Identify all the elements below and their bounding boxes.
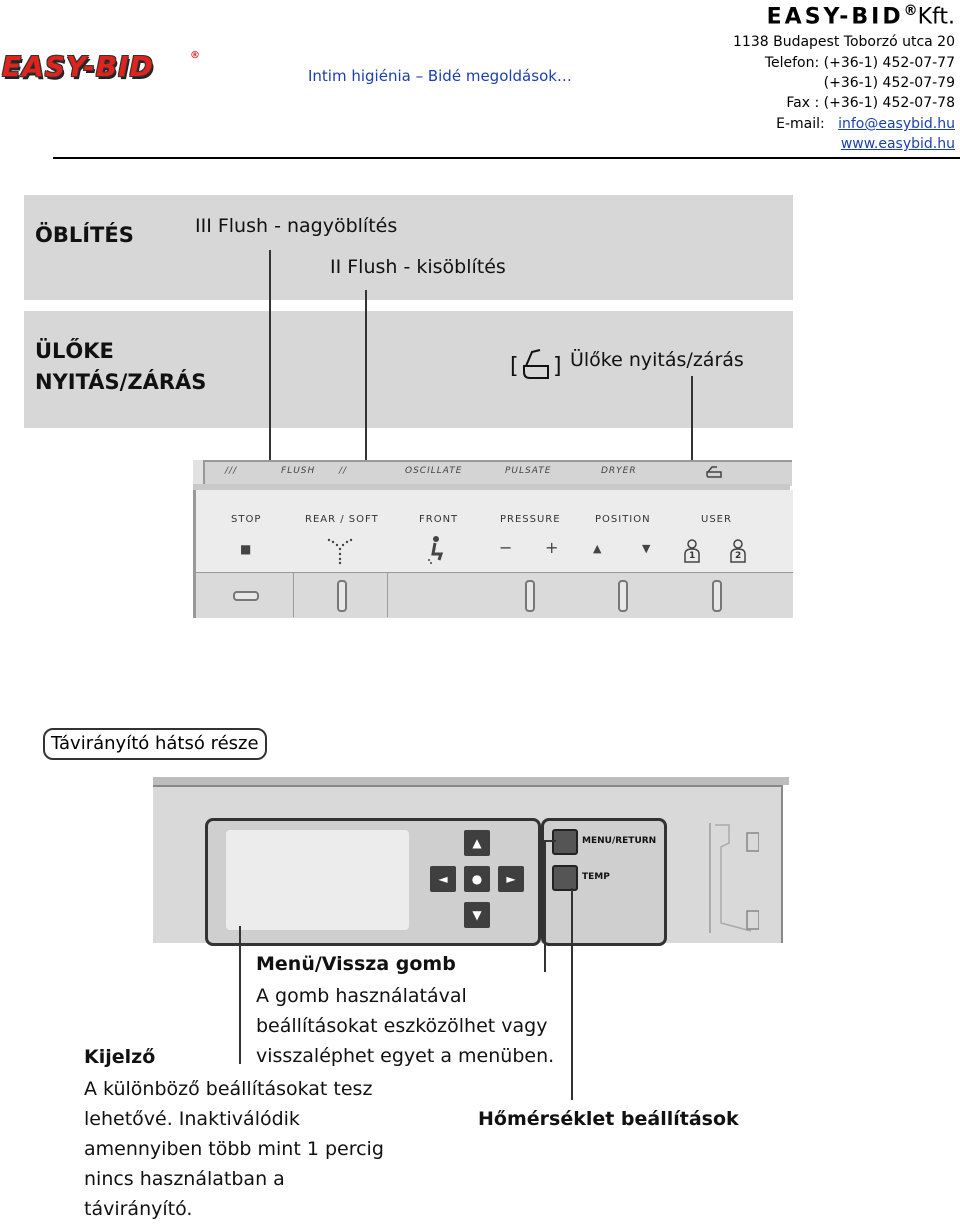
email-label: E-mail:	[776, 116, 825, 132]
flush-title: ÖBLÍTÉS	[35, 223, 134, 247]
pressure-plus-icon: +	[545, 538, 559, 557]
menu-callout-line-3: visszaléphet egyet a menüben.	[256, 1045, 555, 1067]
pulsate-label: PULSATE	[505, 466, 552, 476]
flush-small-pointer	[365, 290, 367, 483]
flush-info-box	[24, 195, 793, 300]
website-row: www.easybid.hu	[841, 136, 955, 152]
rear-soft-label: REAR / SOFT	[305, 514, 379, 525]
remote-back-label: Távirányító hátsó része	[43, 728, 267, 760]
flush-large-marker: ///	[225, 466, 238, 476]
arrow-left-button[interactable]: ◄	[430, 866, 456, 892]
display-callout-line-3: amennyiben több mint 1 percig	[84, 1138, 384, 1160]
tagline: Intim higiénia – Bidé megoldások…	[308, 67, 572, 85]
svg-text:[: [	[510, 354, 519, 379]
flush-label: FLUSH	[281, 466, 316, 476]
display-module: ▲ ◄ ● ► ▼	[205, 818, 541, 946]
seat-open-icon	[705, 464, 725, 478]
temp-callout-title: Hőmérséklet beállítások	[478, 1108, 739, 1130]
svg-text:]: ]	[553, 354, 562, 379]
pressure-button[interactable]	[525, 580, 535, 612]
temp-button[interactable]	[552, 865, 578, 891]
pressure-minus-icon: −	[499, 538, 513, 557]
seat-title-line1: ÜLŐKE	[35, 339, 114, 363]
panel-separator	[293, 572, 294, 617]
remote-side-edge	[781, 785, 791, 943]
menu-module: MENU/RETURN TEMP	[541, 818, 667, 946]
flush-large-pointer	[269, 250, 271, 483]
position-down-icon: ▼	[642, 542, 651, 555]
rear-spray-icon	[325, 536, 355, 566]
flush-large-label: III Flush - nagyöblítés	[195, 215, 398, 237]
menu-callout-title: Menü/Vissza gomb	[256, 953, 456, 975]
oscillate-label: OSCILLATE	[405, 466, 463, 476]
menu-return-button[interactable]	[552, 829, 578, 855]
seat-title-line2: NYITÁS/ZÁRÁS	[35, 370, 207, 394]
display-pointer	[239, 926, 241, 1064]
display-screen	[226, 830, 409, 930]
phone-2: (+36-1) 452-07-79	[823, 75, 955, 91]
rear-soft-button[interactable]	[337, 580, 347, 612]
display-callout-line-5: távirányító.	[84, 1198, 193, 1220]
front-label: FRONT	[419, 514, 459, 525]
panel-bottom-row	[193, 572, 793, 618]
position-label: POSITION	[595, 514, 651, 525]
menu-pointer	[544, 840, 546, 972]
company-name: EASY-BID®Kft.	[767, 3, 955, 29]
panel-top-row	[203, 460, 792, 486]
panel-main-row	[193, 490, 793, 572]
user-1-number: 1	[689, 551, 696, 561]
user-label: USER	[701, 514, 732, 525]
easy-bid-logo: EASY-BID	[2, 50, 154, 83]
user-2-icon: 2	[729, 538, 747, 564]
stop-label: STOP	[231, 514, 262, 525]
seat-lid-icon: [ ]	[510, 344, 564, 384]
remote-top-edge	[153, 777, 789, 787]
menu-callout-line-1: A gomb használatával	[256, 985, 467, 1007]
seat-pointer	[691, 376, 693, 483]
arrow-right-button[interactable]: ►	[498, 866, 524, 892]
display-callout-title: Kijelző	[84, 1046, 156, 1068]
display-callout-line-2: lehetővé. Inaktiválódik	[84, 1108, 300, 1130]
website-link[interactable]: www.easybid.hu	[840, 136, 955, 152]
panel-separator	[387, 572, 388, 617]
remote-back-panel: ▲ ◄ ● ► ▼ MENU/RETURN TEMP	[153, 777, 791, 946]
header-divider	[53, 157, 960, 159]
menu-callout-line-2: beállításokat eszközölhet vagy	[256, 1015, 548, 1037]
dryer-label: DRYER	[601, 466, 637, 476]
company-suffix: Kft.	[917, 4, 955, 30]
user-1-icon: 1	[683, 538, 701, 564]
seat-info-box	[24, 311, 793, 428]
battery-cover	[709, 823, 760, 933]
center-ok-button[interactable]: ●	[464, 866, 490, 892]
fax: Fax : (+36-1) 452-07-78	[786, 95, 955, 111]
pressure-label: PRESSURE	[500, 514, 561, 525]
user-2-number: 2	[735, 551, 742, 561]
phone-1: Telefon: (+36-1) 452-07-77	[764, 55, 955, 71]
menu-pointer-tick	[544, 840, 556, 842]
flush-small-marker: //	[339, 466, 348, 476]
arrow-up-button[interactable]: ▲	[464, 830, 490, 856]
display-callout-line-4: nincs használatban a	[84, 1168, 285, 1190]
email-link[interactable]: info@easybid.hu	[838, 116, 955, 132]
display-callout-line-1: A különböző beállításokat tesz	[84, 1078, 373, 1100]
company-name-text: EASY-BID	[766, 4, 904, 30]
temp-label: TEMP	[582, 872, 610, 882]
email-row: E-mail: info@easybid.hu	[776, 116, 955, 132]
front-spray-icon	[421, 534, 447, 566]
arrow-down-button[interactable]: ▼	[464, 902, 490, 928]
position-button[interactable]	[618, 580, 628, 612]
position-up-icon: ▲	[593, 542, 602, 555]
company-registered-mark: ®	[903, 3, 918, 19]
flush-small-label: II Flush - kisöblítés	[330, 256, 506, 278]
control-panel: /// FLUSH // OSCILLATE PULSATE DRYER STO…	[193, 460, 793, 618]
address: 1138 Budapest Toborzó utca 20	[733, 34, 955, 50]
user-button[interactable]	[712, 580, 722, 612]
stop-icon: ■	[240, 542, 252, 556]
menu-return-label: MENU/RETURN	[582, 836, 657, 846]
temp-pointer	[571, 888, 573, 1100]
seat-label: Ülőke nyitás/zárás	[570, 349, 744, 371]
logo-registered-mark: ®	[190, 50, 200, 61]
stop-button[interactable]	[233, 591, 259, 601]
